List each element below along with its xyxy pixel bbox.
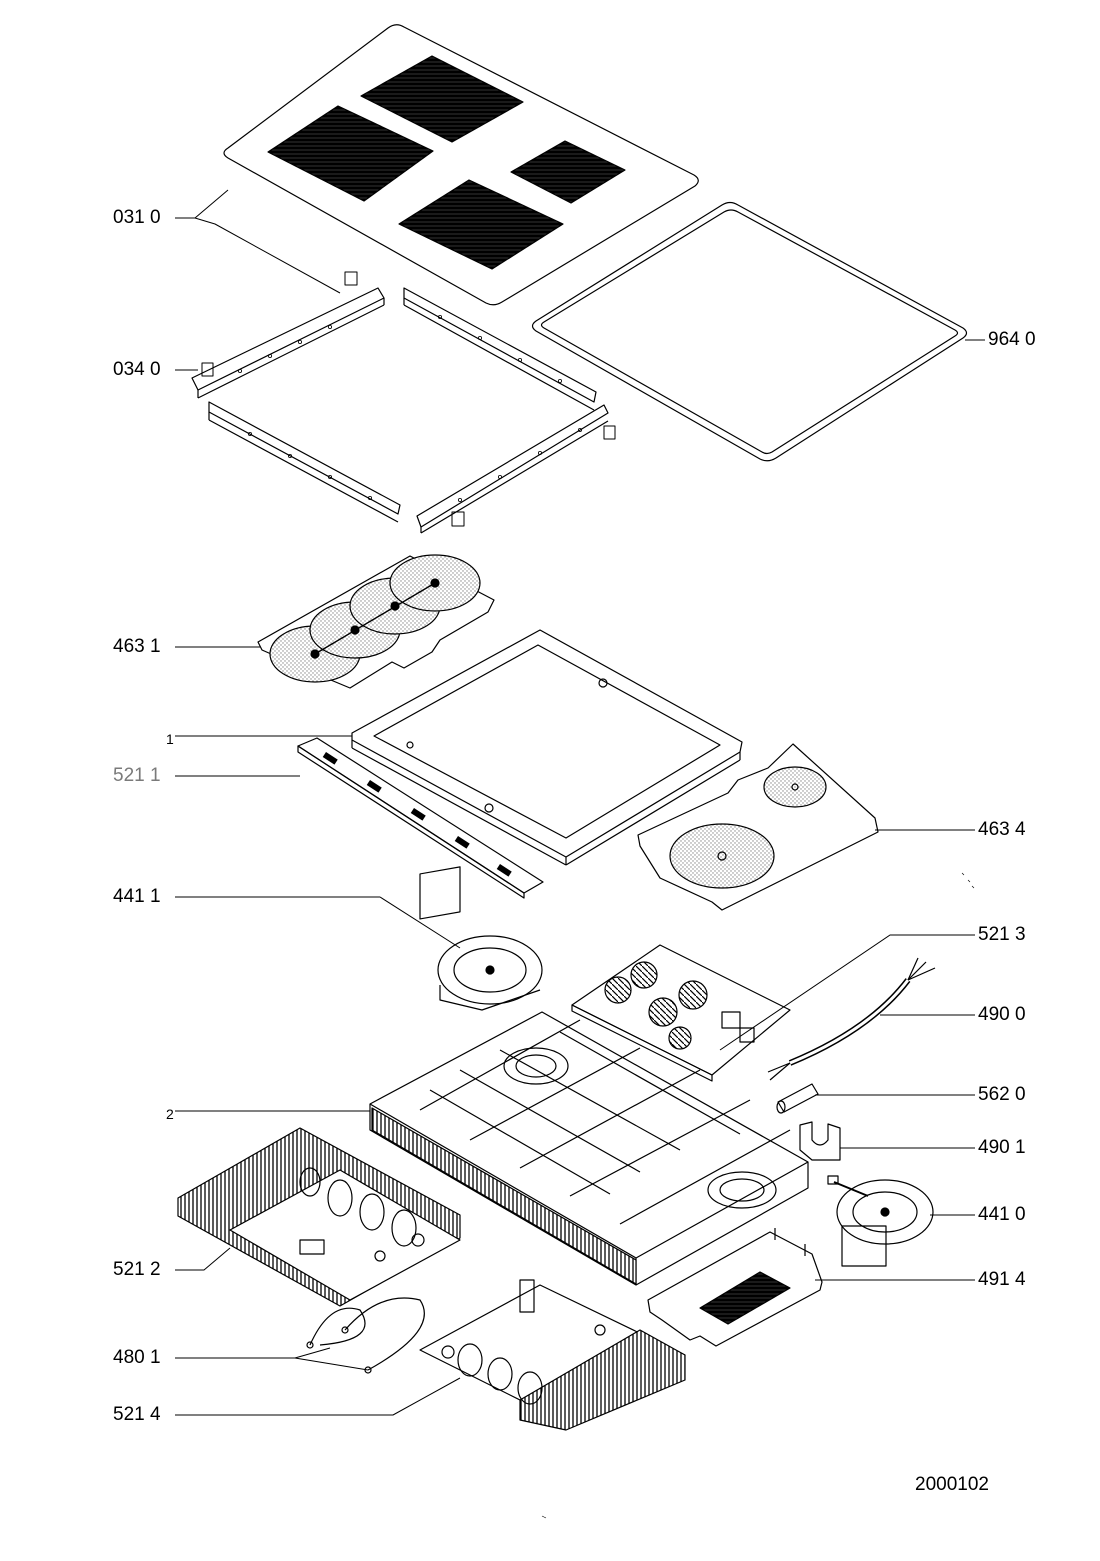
callout-1: 1 [166, 731, 174, 747]
callout-034-0: 034 0 [113, 359, 161, 380]
fuse [776, 1083, 819, 1114]
cooling-fan-left [419, 866, 543, 1011]
connection-cables [306, 1297, 425, 1374]
callout-441-0: 441 0 [978, 1204, 1026, 1225]
induction-coil-plate-right [637, 743, 879, 911]
cooking-zone-right-small [510, 140, 626, 204]
cooling-fan-right [827, 1175, 934, 1267]
callout-562-0: 562 0 [978, 1084, 1026, 1105]
callout-480-1: 480 1 [113, 1347, 161, 1368]
callout-490-0: 490 0 [978, 1004, 1026, 1025]
power-board-right [419, 1279, 686, 1431]
drawing-number: 2000102 [915, 1474, 989, 1495]
callout-521-3: 521 3 [978, 924, 1026, 945]
callout-964-0: 964 0 [988, 329, 1036, 350]
bottom-housing [369, 1011, 809, 1286]
callout-521-4: 521 4 [113, 1404, 161, 1425]
callout-2: 2 [166, 1106, 174, 1122]
fixing-bracket [201, 271, 616, 527]
callout-491-4: 491 4 [978, 1269, 1026, 1290]
hob-gasket-seal [531, 201, 968, 462]
power-board-left [177, 1127, 461, 1307]
callout-521-2: 521 2 [113, 1259, 161, 1280]
power-cable [767, 957, 936, 1081]
callout-031-0: 031 0 [113, 207, 161, 228]
callout-463-4: 463 4 [978, 819, 1026, 840]
cooking-zone-front [398, 179, 564, 270]
cooking-zone-rear [360, 55, 524, 143]
frame-side-profiles [191, 271, 616, 534]
induction-coil-plate-left [257, 554, 495, 689]
callout-521-1: 521 1 [113, 765, 161, 786]
board-insulation-plate [647, 1228, 823, 1347]
glass-ceramic-hob-top [223, 24, 699, 306]
fuse-holder [799, 1121, 841, 1161]
callout-463-1: 463 1 [113, 636, 161, 657]
callout-441-1: 441 1 [113, 886, 161, 907]
support-frame [351, 629, 743, 866]
callout-490-1: 490 1 [978, 1137, 1026, 1158]
filter-circuit-board [571, 944, 791, 1082]
control-board-strip [297, 737, 544, 899]
cooking-zone-left [267, 105, 434, 202]
leader-lines [175, 189, 985, 1416]
